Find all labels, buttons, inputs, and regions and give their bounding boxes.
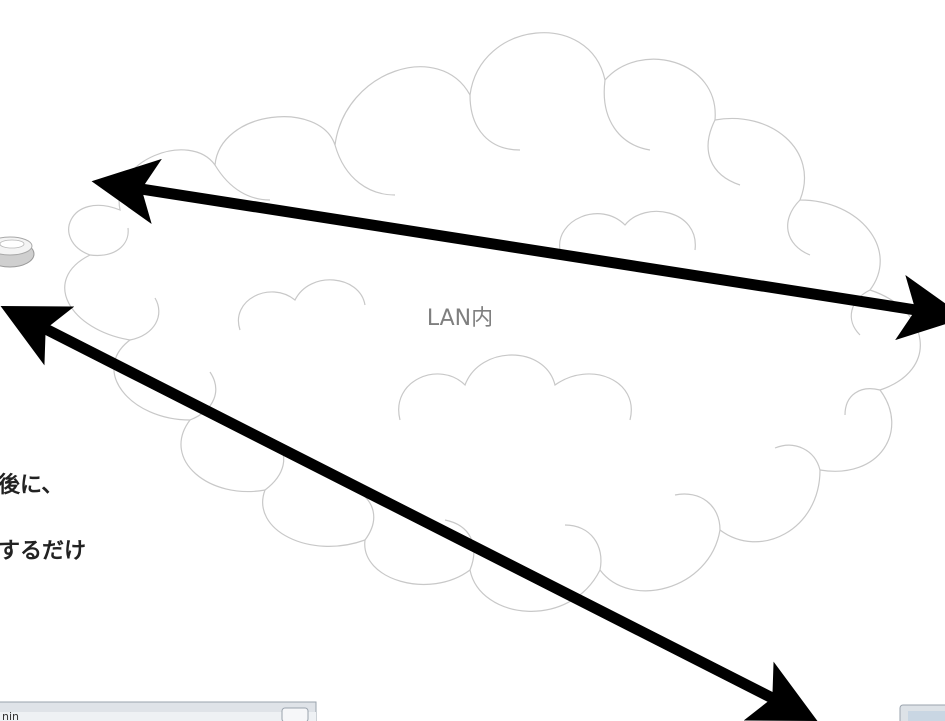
window-title-fragment: nin [2,710,19,721]
arrow-icon [0,306,818,721]
arrow-icon [91,158,945,341]
text-line-1: 後に、 [0,472,63,498]
text-line-2: するだけ [0,539,86,564]
router-icon [0,236,35,268]
cloud-label: LAN内 [427,306,493,331]
window-control-icon [281,707,309,721]
partial-window-left: nin [0,701,317,721]
partial-window-right [899,704,945,721]
